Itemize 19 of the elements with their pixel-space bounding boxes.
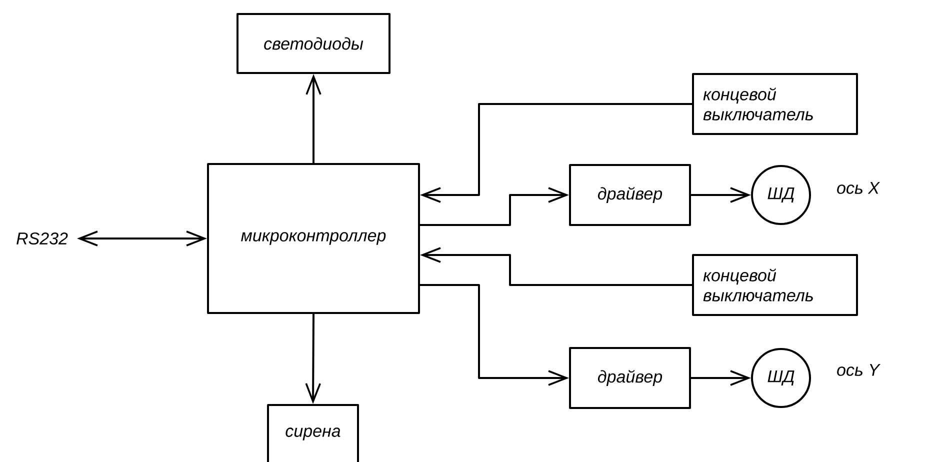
siren-box: сирена [267, 404, 359, 462]
limit-switch-box: концевой выключатель [692, 254, 858, 316]
axis-label: ось Y [837, 364, 880, 376]
limit-switch-box: концевой выключатель [692, 73, 858, 135]
led-box: светодиоды [236, 13, 390, 74]
arrow [420, 103, 692, 203]
arrow [77, 230, 207, 246]
microcontroller-box: микроконтроллер [207, 163, 420, 314]
driver-box: драйвер [569, 164, 691, 226]
arrow [420, 284, 569, 386]
arrow [420, 247, 692, 286]
interface-label: RS232 [16, 232, 68, 245]
arrow [305, 314, 321, 404]
arrow [691, 187, 751, 203]
axis-label: ось X [837, 182, 880, 194]
arrow [691, 370, 751, 386]
driver-box: драйвер [569, 347, 691, 409]
arrow [420, 187, 569, 226]
arrow [306, 74, 322, 163]
